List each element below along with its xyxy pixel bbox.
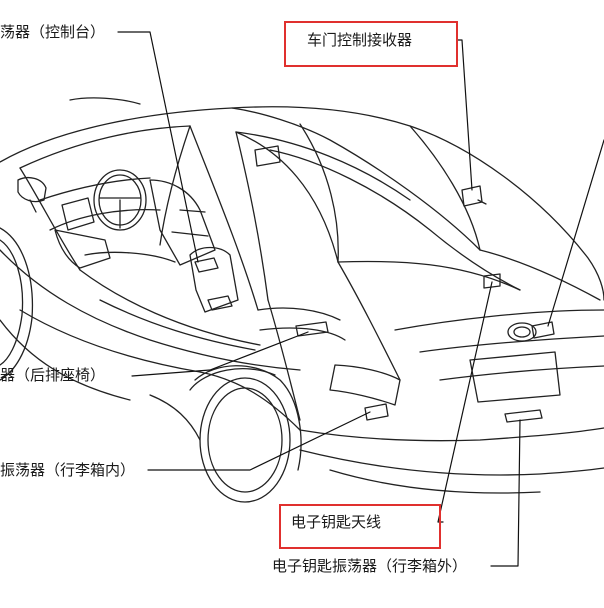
highlight-box-antenna bbox=[279, 504, 441, 549]
front-wheel bbox=[0, 227, 34, 381]
highlight-box-receiver bbox=[284, 21, 458, 67]
label-trunk-outside-oscillator: 电子钥匙振荡器（行李箱外） bbox=[272, 557, 468, 575]
car-body bbox=[0, 106, 604, 494]
front-interior bbox=[17, 97, 269, 351]
label-key-antenna: 电子钥匙天线 bbox=[291, 513, 382, 531]
label-trunk-inside-oscillator: 振荡器（行李箱内） bbox=[0, 461, 136, 479]
label-console-oscillator: 荡器（控制台） bbox=[0, 23, 106, 41]
rear-interior bbox=[235, 131, 555, 423]
leader-lines bbox=[117, 31, 604, 567]
label-door-control-receiver: 车门控制接收器 bbox=[307, 31, 413, 49]
label-rear-seat-oscillator: 器（后排座椅） bbox=[0, 366, 106, 384]
rear-wheel bbox=[189, 365, 302, 503]
